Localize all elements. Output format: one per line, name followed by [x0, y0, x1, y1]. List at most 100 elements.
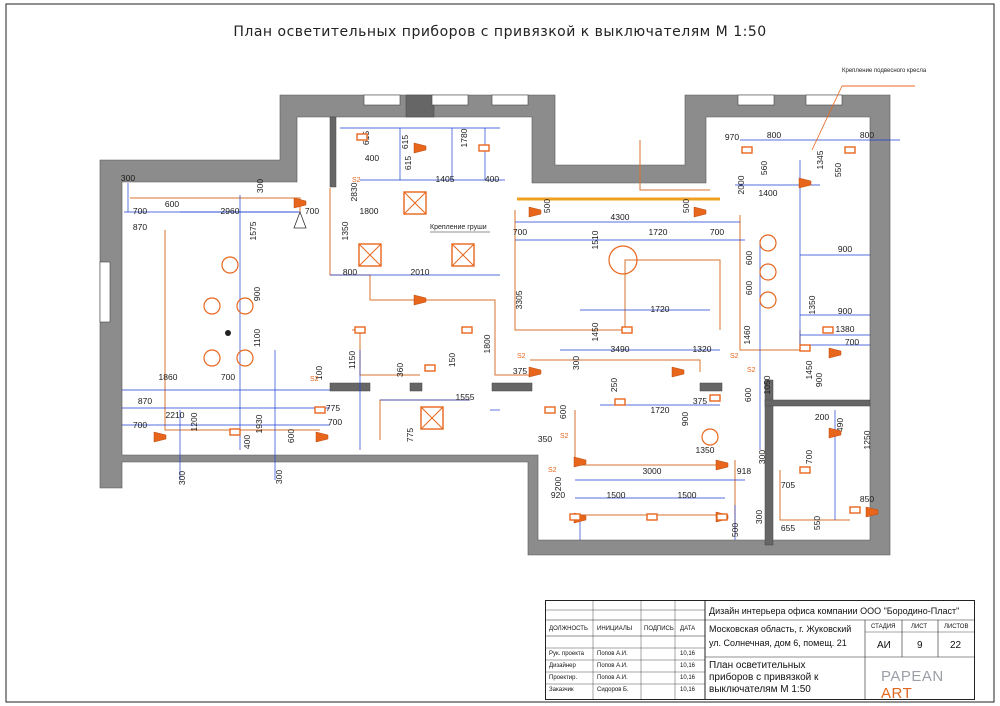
- ceiling-lamp-icon: [461, 326, 473, 334]
- wiring-line: [514, 210, 721, 331]
- row-date: 10,16: [680, 651, 696, 657]
- dimension-label: 655: [781, 523, 795, 533]
- panel-cross-icon: [420, 406, 444, 430]
- spotlight-icon: [413, 142, 427, 154]
- switch-label: S2: [747, 367, 756, 374]
- dimension-label: 1460: [742, 325, 752, 344]
- interior-wall: [699, 382, 723, 392]
- interior-wall: [764, 399, 871, 407]
- dimension-label: 2000: [736, 175, 746, 194]
- dimension-label: 700: [221, 372, 235, 382]
- ceiling-lamp-icon: [799, 344, 811, 352]
- dimension-label: 600: [558, 405, 568, 419]
- dimension-label: 700: [710, 227, 724, 237]
- header-signature: ПОДПИСЬ: [644, 626, 674, 632]
- spotlight-icon: [693, 206, 707, 218]
- spotlight-icon: [528, 206, 542, 218]
- dimension-label: 775: [405, 428, 415, 442]
- project-name: Дизайн интерьера офиса компании ООО "Бор…: [709, 606, 960, 616]
- dimension-label: 700: [133, 420, 147, 430]
- wiring-line: [639, 140, 710, 191]
- row-role: Дизайнер: [549, 663, 576, 669]
- dimension-label: 705: [781, 480, 795, 490]
- dimension-label: 300: [121, 173, 135, 183]
- row-role: Рук. проекта: [549, 651, 584, 657]
- dimension-label: 400: [365, 153, 379, 163]
- dimension-label: 375: [513, 366, 527, 376]
- row-name: Сидоров Б.: [597, 687, 629, 693]
- header-date: ДАТА: [680, 626, 696, 632]
- dimension-label: 870: [138, 396, 152, 406]
- row-date: 10,16: [680, 687, 696, 693]
- wiring-line: [379, 399, 470, 440]
- ceiling-lamp-icon: [424, 364, 436, 372]
- logo-accent-text: ART: [881, 685, 913, 702]
- wiring-line: [574, 410, 720, 466]
- ceiling-lamp-icon: [844, 146, 856, 154]
- dimension-label: 800: [767, 130, 781, 140]
- row-date: 10,16: [680, 663, 696, 669]
- dimension-label: 900: [252, 287, 262, 301]
- dimension-label: 200: [553, 477, 563, 491]
- dimension-label: 850: [860, 494, 874, 504]
- panel-cross-icon: [451, 243, 475, 267]
- ceiling-lamp-icon: [614, 398, 626, 406]
- dimension-label: 400: [485, 174, 499, 184]
- dimension-label: 1250: [862, 430, 872, 449]
- ceiling-lamp-icon: [822, 326, 834, 334]
- dimension-label: 920: [551, 490, 565, 500]
- ceiling-panel-icon: [403, 191, 427, 215]
- ceiling-lamp-icon: [741, 146, 753, 154]
- dimension-label: 900: [838, 244, 852, 254]
- sheet-value: 9: [917, 640, 923, 651]
- round-lamp-icon: [203, 297, 221, 315]
- dimension-label: 3490: [611, 344, 630, 354]
- spotlight-icon: [528, 366, 542, 378]
- interior-wall: [329, 382, 371, 392]
- ceiling-lamp-icon: [716, 513, 728, 521]
- spotlight-icon: [828, 347, 842, 359]
- switch-label: S2: [730, 353, 739, 360]
- sheets-value: 22: [950, 640, 962, 651]
- dimension-label: 2960: [221, 206, 240, 216]
- dimension-label: 600: [286, 429, 296, 443]
- wiring-line: [530, 359, 701, 372]
- ceiling-panel-icon: [420, 406, 444, 430]
- dimension-label: 500: [730, 523, 740, 537]
- dimension-label: 1500: [678, 490, 697, 500]
- interior-wall: [405, 94, 435, 118]
- dimension-label: 4300: [611, 212, 630, 222]
- ceiling-lamp-icon: [356, 133, 368, 141]
- interior-wall: [491, 382, 533, 392]
- dimension-label: 3000: [643, 466, 662, 476]
- dimension-label: 600: [744, 251, 754, 265]
- dimension-label: 615: [403, 156, 413, 170]
- dimension-label: 3305: [514, 290, 524, 309]
- ceiling-panel-icon: [358, 243, 382, 267]
- round-lamp-icon: [221, 256, 239, 274]
- dimension-label: 300: [177, 471, 187, 485]
- ceiling-lamp-icon: [849, 506, 861, 514]
- dimension-label: 300: [274, 470, 284, 484]
- sheet-label: ЛИСТ: [911, 624, 928, 630]
- company-logo: PAPEAN ART: [881, 668, 975, 702]
- logo-main-text: PAPEAN: [881, 668, 944, 685]
- row-date: 10,16: [680, 675, 696, 681]
- dimension-label: 1050: [762, 375, 772, 394]
- dimension-label: 550: [812, 516, 822, 530]
- ceiling-lamp-icon: [314, 406, 326, 414]
- round-lamp-icon: [759, 263, 777, 281]
- dimension-label: 2210: [166, 410, 185, 420]
- dimension-label: 1100: [252, 329, 262, 348]
- ceiling-lamp-icon: [621, 326, 633, 334]
- dimension-label: 615: [400, 135, 410, 149]
- dimension-label: 500: [542, 199, 552, 213]
- interior-wall: [409, 382, 423, 392]
- dimension-label: 1720: [649, 227, 668, 237]
- dimension-label: 870: [133, 222, 147, 232]
- drawing-title: План осветительных приборов с привязкой …: [233, 24, 767, 40]
- dimension-label: 100: [314, 366, 324, 380]
- wiring-line: [352, 329, 420, 376]
